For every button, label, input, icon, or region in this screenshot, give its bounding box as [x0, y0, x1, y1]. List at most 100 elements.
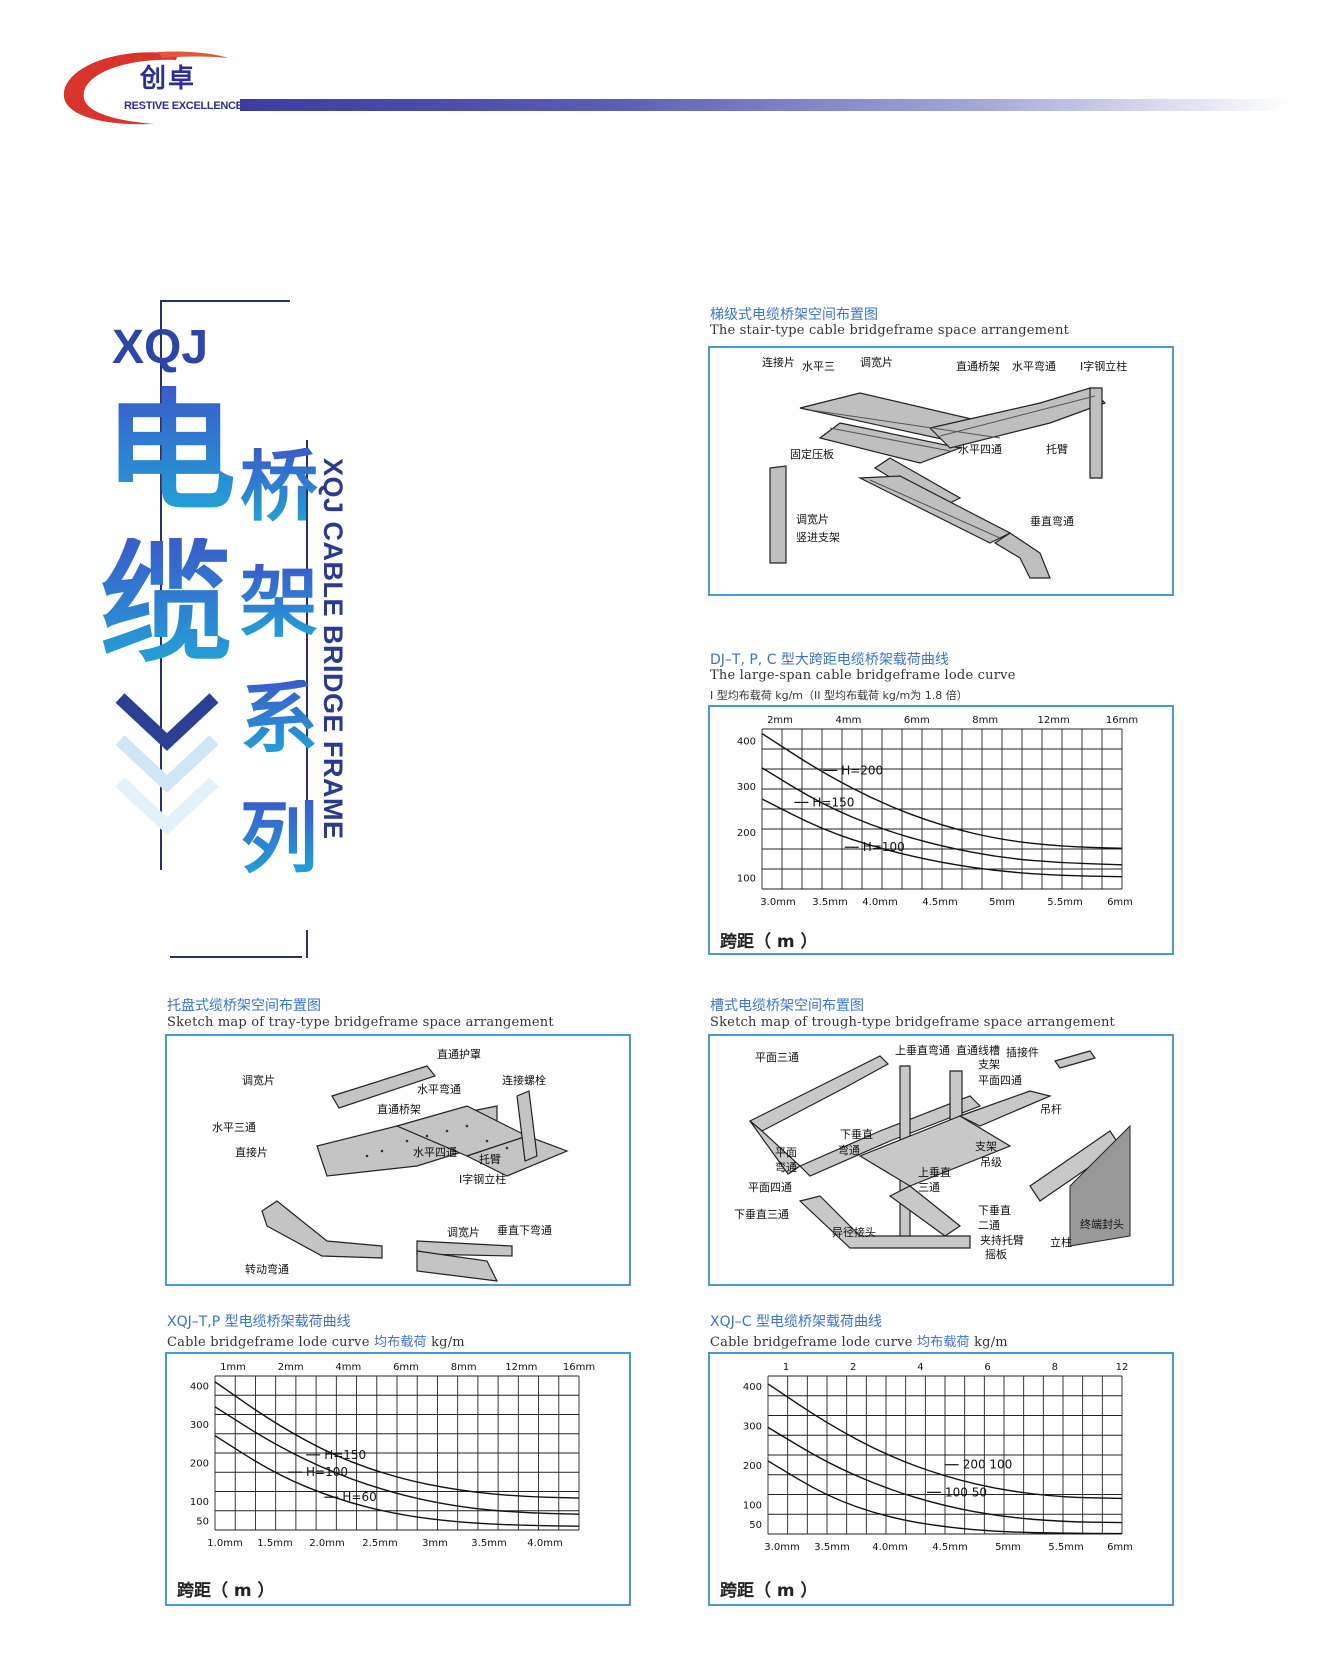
title-char-lie: 列 — [240, 794, 319, 884]
y-tick-label: 100 — [190, 1497, 209, 1508]
tp-span-label: 跨距（ m ） — [177, 1581, 275, 1601]
tray-label: 水平四通 — [413, 1146, 457, 1159]
top-tick-label: 16mm — [1106, 715, 1138, 726]
trough-label: 立柱 — [1050, 1235, 1072, 1249]
c-grid — [767, 1375, 1123, 1535]
curve-label: 200 100 — [963, 1458, 1013, 1472]
trough-label: 直通线槽 — [956, 1043, 1000, 1057]
top-tick-label: 8mm — [451, 1362, 477, 1373]
title-char-qiao: 桥 — [240, 442, 319, 532]
dj-title-zh: DJ–T, P, C 型大跨距电缆桥架载荷曲线 — [710, 652, 949, 668]
tray-diagram-panel: 直通护罩 调宽片 水平弯通 连接螺栓 直通桥架 水平三通 直接片 水平四通 托臂… — [165, 1034, 631, 1286]
series-code: XQJ — [112, 321, 209, 374]
x-tick-label: 3.0mm — [764, 1542, 799, 1553]
chevron-down-icon — [115, 693, 219, 835]
stair-label: 水平弯通 — [1012, 359, 1056, 373]
dj-grid — [761, 728, 1123, 890]
load-curve — [214, 1406, 580, 1515]
frame-gap — [290, 290, 320, 440]
tray-title-en: Sketch map of tray-type bridgeframe spac… — [167, 1015, 554, 1030]
stair-label: 托臂 — [1046, 442, 1068, 456]
top-tick-label: 6mm — [904, 715, 930, 726]
curve-label: H=150 — [812, 795, 854, 809]
load-curve — [767, 1383, 1123, 1500]
tray-label: 水平弯通 — [417, 1082, 461, 1096]
curve-label: H=100 — [863, 840, 905, 854]
stair-label: 直通桥架 — [956, 359, 1000, 373]
trough-title-en: Sketch map of trough-type bridgeframe sp… — [710, 1015, 1115, 1030]
x-tick-label: 3.5mm — [471, 1538, 506, 1549]
curve-label: 100 50 — [945, 1485, 987, 1499]
trough-label: 弯通 — [775, 1160, 797, 1174]
stair-diagram: 连接片 水平三 调宽片 直通桥架 水平弯通 I字钢立柱 固定压板 水平四通 托臂… — [762, 355, 1127, 579]
tray-label: 连接螺栓 — [502, 1073, 546, 1087]
c-title-unit: kg/m — [974, 1335, 1008, 1350]
tray-label: 转动弯通 — [245, 1262, 289, 1276]
frame-gap — [150, 870, 170, 970]
title-char-jia: 架 — [240, 558, 319, 648]
dj-title-en: The large-span cable bridgeframe lode cu… — [710, 668, 1016, 683]
x-tick-label: 6mm — [1107, 897, 1133, 908]
trough-title-zh: 槽式电缆桥架空间布置图 — [710, 998, 864, 1014]
frame-gap — [295, 870, 315, 930]
c-title-zh-inline: 均布载荷 — [916, 1335, 970, 1350]
stair-diagram-panel: 连接片 水平三 调宽片 直通桥架 水平弯通 I字钢立柱 固定压板 水平四通 托臂… — [708, 346, 1174, 596]
x-tick-label: 4.5mm — [922, 897, 957, 908]
tray-title-zh: 托盘式缆桥架空间布置图 — [167, 998, 321, 1014]
tray-label: 水平三通 — [212, 1121, 256, 1134]
trough-label: 支架 — [978, 1058, 1000, 1071]
title-char-dian: 电 — [104, 375, 236, 529]
x-tick-label: 3.5mm — [814, 1542, 849, 1553]
y-tick-label: 400 — [737, 736, 756, 747]
y-tick-label: 100 — [737, 874, 756, 885]
load-curve — [767, 1460, 1123, 1535]
c-span-label: 跨距（ m ） — [720, 1581, 818, 1601]
title-char-xi: 系 — [240, 674, 319, 764]
logo-swoosh-icon — [63, 51, 228, 125]
top-tick-label: 4mm — [335, 1362, 361, 1373]
y-tick-label: 50 — [749, 1520, 762, 1531]
load-curve — [761, 732, 1123, 850]
trough-diagram-panel: 平面三通 上垂直弯通 直通线槽 插接件 支架 平面四通 吊杆 下垂直 弯通 平面… — [708, 1034, 1174, 1286]
tray-label: 托臂 — [479, 1152, 501, 1166]
x-tick-label: 2.5mm — [362, 1538, 397, 1549]
trough-label: 下垂直 — [978, 1203, 1011, 1217]
tray-diagram: 直通护罩 调宽片 水平弯通 连接螺栓 直通桥架 水平三通 直接片 水平四通 托臂… — [212, 1047, 569, 1282]
trough-label: 终端封头 — [1080, 1217, 1124, 1231]
stair-label: 固定压板 — [790, 447, 834, 461]
y-tick-label: 200 — [743, 1461, 762, 1472]
curve-label: H=200 — [841, 763, 883, 777]
trough-label: 上垂直弯通 — [895, 1043, 950, 1057]
stair-title-zh: 梯级式电缆桥架空间布置图 — [710, 307, 878, 323]
tray-label: 直接片 — [235, 1145, 268, 1159]
c-title-en-text: Cable bridgeframe lode curve — [710, 1335, 913, 1350]
y-tick-label: 400 — [190, 1382, 209, 1393]
top-tick-label: 16mm — [563, 1362, 595, 1373]
trough-label: 插接件 — [1006, 1045, 1039, 1059]
x-tick-label: 3.0mm — [760, 897, 795, 908]
stair-label: I字钢立柱 — [1080, 359, 1127, 373]
brand-logo: 创卓 RESTIVE EXCELLENCE — [58, 48, 248, 132]
top-tick-label: 2mm — [767, 715, 793, 726]
top-tick-label: 12mm — [505, 1362, 537, 1373]
x-tick-label: 5mm — [995, 1542, 1021, 1553]
title-frame — [160, 300, 308, 958]
trough-label: 夹持托臂 — [980, 1233, 1024, 1247]
y-tick-label: 200 — [737, 828, 756, 839]
x-tick-label: 4.0mm — [862, 897, 897, 908]
x-tick-label: 1.0mm — [207, 1538, 242, 1549]
tray-label: 垂直下弯通 — [497, 1223, 552, 1237]
tp-grid — [214, 1375, 580, 1531]
dj-span-label: 跨距（ m ） — [720, 932, 818, 952]
y-tick-label: 100 — [743, 1500, 762, 1511]
top-tick-label: 6mm — [393, 1362, 419, 1373]
tray-label: 调宽片 — [242, 1073, 275, 1087]
curve-label: H=100 — [306, 1465, 348, 1479]
tp-title-zh: XQJ–T,P 型电缆桥架载荷曲线 — [167, 1314, 351, 1330]
x-tick-label: 4.0mm — [527, 1538, 562, 1549]
stair-label: 水平三 — [802, 360, 835, 373]
